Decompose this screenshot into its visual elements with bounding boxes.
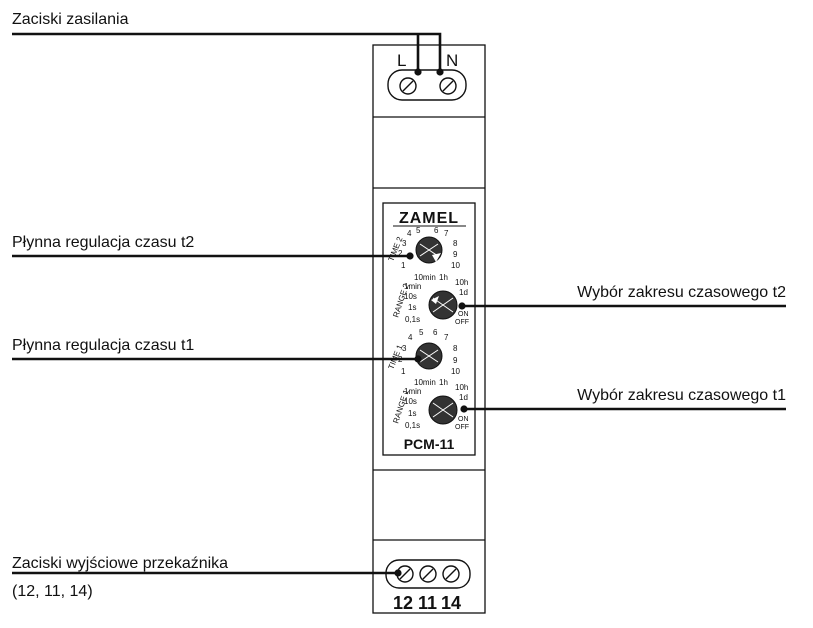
- svg-text:1h: 1h: [439, 273, 448, 282]
- svg-text:8: 8: [453, 239, 458, 248]
- svg-text:OFF: OFF: [455, 424, 469, 431]
- terminal-label-N: N: [446, 51, 458, 70]
- svg-text:6: 6: [434, 226, 439, 235]
- svg-text:1min: 1min: [404, 387, 421, 396]
- svg-text:9: 9: [453, 250, 458, 259]
- svg-text:10min: 10min: [414, 378, 436, 387]
- label-output-terminals-numbers: (12, 11, 14): [12, 583, 93, 600]
- svg-text:10h: 10h: [455, 278, 468, 287]
- leader-nodes: [394, 252, 468, 577]
- svg-text:10s: 10s: [404, 292, 417, 301]
- svg-text:0,1s: 0,1s: [405, 421, 420, 430]
- terminal-screw-14: [442, 565, 460, 583]
- svg-text:ON: ON: [458, 311, 469, 318]
- svg-text:1s: 1s: [408, 409, 416, 418]
- svg-text:10: 10: [451, 261, 460, 270]
- label-time-t2: Płynna regulacja czasu t2: [12, 234, 194, 251]
- svg-text:1min: 1min: [404, 282, 421, 291]
- time-dial-t1: TIME 1 1 2 3 4 5 6 7 8 9 10: [387, 328, 461, 376]
- svg-text:6: 6: [433, 328, 438, 337]
- device-housing: [372, 44, 486, 614]
- svg-text:7: 7: [444, 229, 449, 238]
- wire-node-L: [414, 68, 422, 76]
- terminal-label-14: 14: [441, 593, 461, 613]
- label-range-t1: Wybór zakresu czasowego t1: [577, 387, 786, 404]
- svg-text:2: 2: [398, 249, 403, 258]
- label-range-t2: Wybór zakresu czasowego t2: [577, 284, 786, 301]
- terminal-screw-N: [439, 77, 457, 95]
- svg-text:ON: ON: [458, 416, 469, 423]
- svg-text:1s: 1s: [408, 303, 416, 312]
- svg-text:1d: 1d: [459, 393, 468, 402]
- terminal-label-12: 12: [393, 593, 413, 613]
- svg-text:1h: 1h: [439, 378, 448, 387]
- terminal-label-11: 11: [418, 593, 437, 613]
- svg-text:1d: 1d: [459, 288, 468, 297]
- leader-lines: [12, 254, 786, 575]
- power-wires: [12, 32, 442, 72]
- svg-text:5: 5: [416, 226, 421, 235]
- svg-text:1: 1: [401, 367, 406, 376]
- svg-text:3: 3: [402, 239, 407, 248]
- svg-text:8: 8: [453, 344, 458, 353]
- terminal-screw-11: [419, 565, 437, 583]
- input-terminal-block: L N: [387, 51, 467, 101]
- svg-text:4: 4: [407, 229, 412, 238]
- svg-text:10s: 10s: [404, 397, 417, 406]
- wire-node-N: [436, 68, 444, 76]
- label-time-t1: Płynna regulacja czasu t1: [12, 337, 194, 354]
- terminal-screw-12: [396, 565, 414, 583]
- svg-text:9: 9: [453, 356, 458, 365]
- label-power-terminals: Zaciski zasilania: [12, 11, 129, 28]
- svg-text:0,1s: 0,1s: [405, 315, 420, 324]
- output-terminal-block: 12 11 14: [385, 559, 471, 613]
- terminal-label-L: L: [397, 51, 406, 70]
- svg-text:10: 10: [451, 367, 460, 376]
- terminal-screw-L: [399, 77, 417, 95]
- svg-text:10min: 10min: [414, 273, 436, 282]
- svg-text:OFF: OFF: [455, 319, 469, 326]
- brand-logo: ZAMEL: [399, 210, 459, 227]
- svg-text:10h: 10h: [455, 383, 468, 392]
- svg-text:7: 7: [444, 333, 449, 342]
- svg-text:1: 1: [401, 261, 406, 270]
- svg-text:5: 5: [419, 328, 424, 337]
- label-output-terminals: Zaciski wyjściowe przekaźnika: [12, 555, 228, 572]
- model-label: PCM-11: [404, 436, 455, 452]
- svg-text:4: 4: [408, 333, 413, 342]
- svg-text:3: 3: [402, 344, 407, 353]
